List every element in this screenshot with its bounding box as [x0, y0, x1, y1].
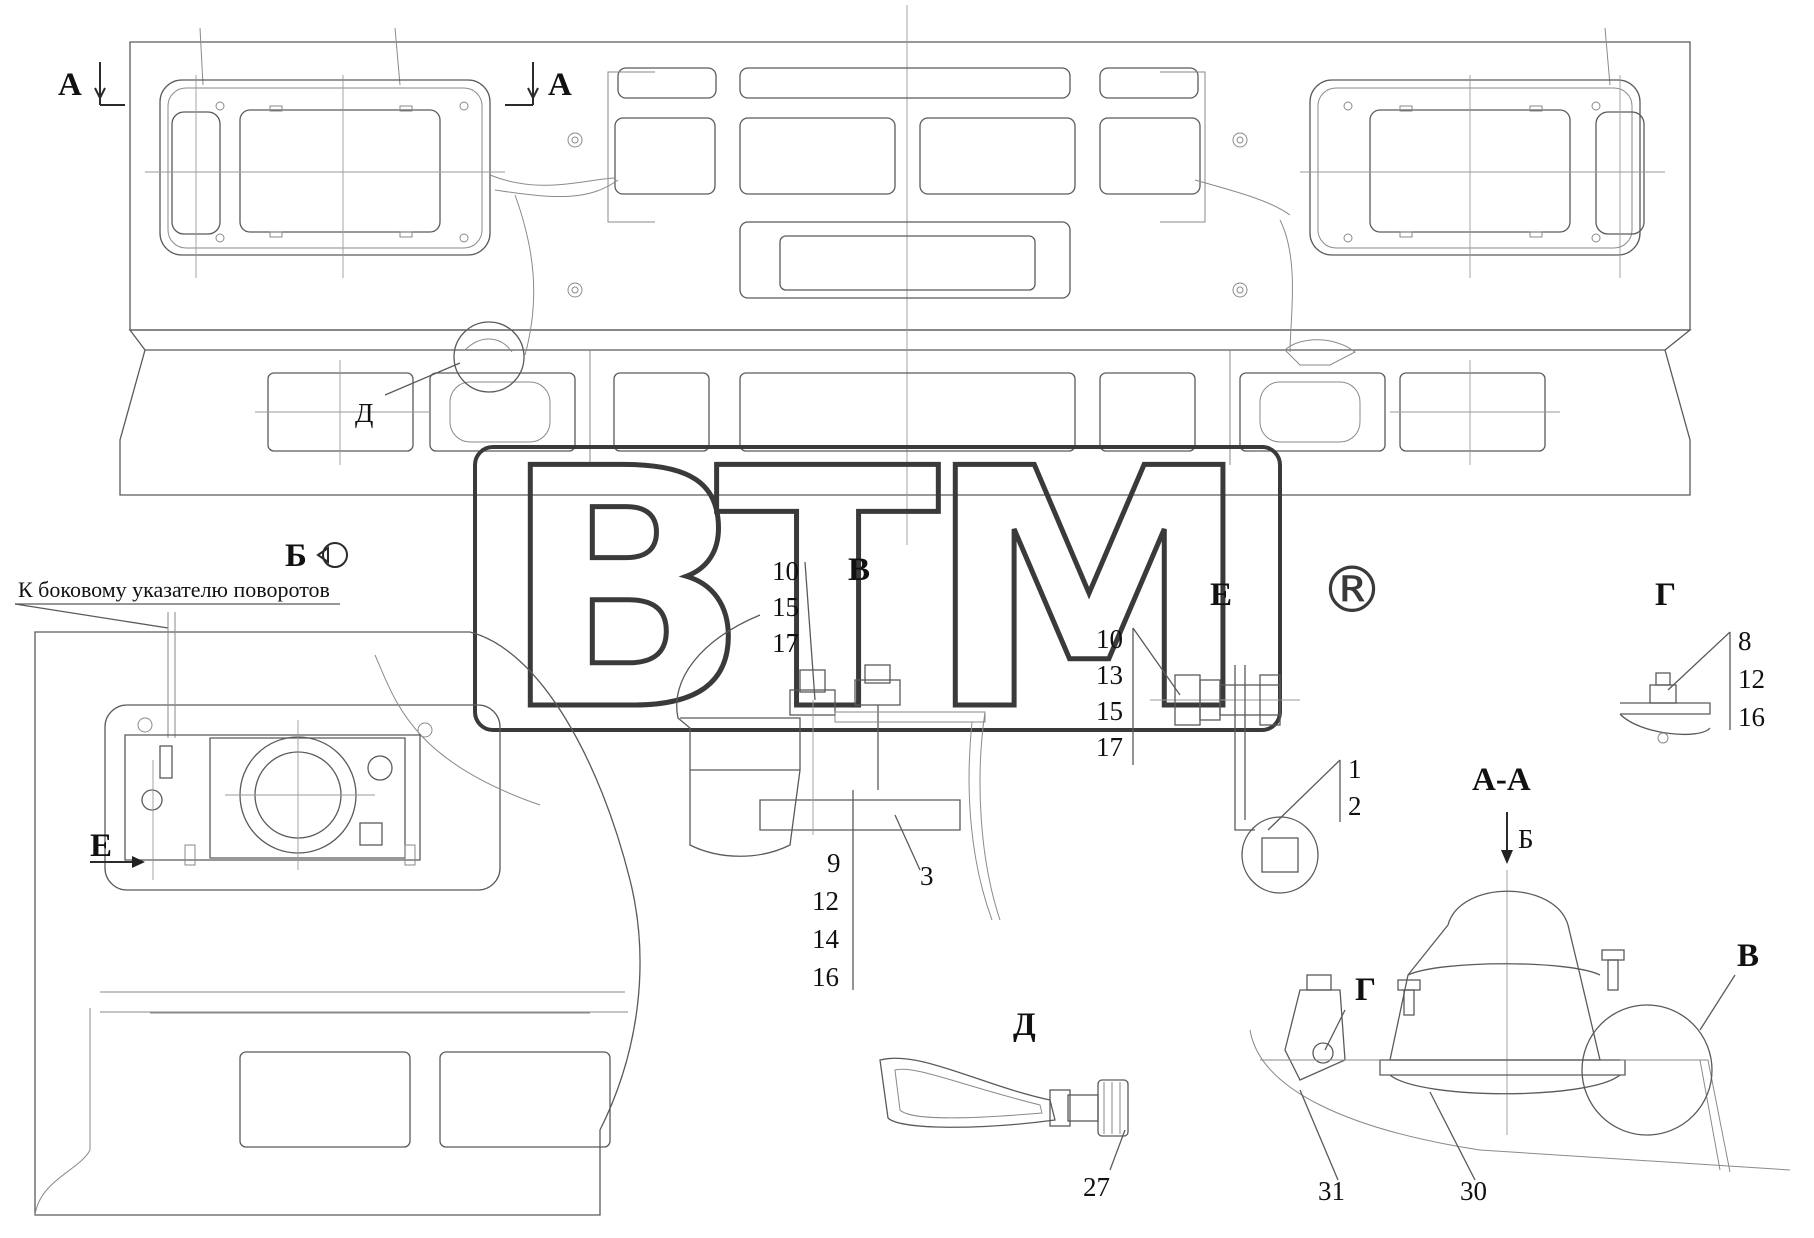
- detail-e-label: Е: [1210, 577, 1232, 613]
- callout-e-17: 17: [1096, 732, 1123, 762]
- detail-g: Г 8 12 16: [1619, 577, 1765, 744]
- callout-g-8: 8: [1738, 626, 1752, 656]
- callout-e-1: 1: [1348, 754, 1362, 784]
- callout-v-14: 14: [812, 924, 840, 954]
- callout-e-15: 15: [1096, 696, 1123, 726]
- callout-e-13: 13: [1096, 660, 1123, 690]
- callout-v-17: 17: [772, 628, 799, 658]
- callout-v-3: 3: [920, 861, 934, 891]
- detail-d-label: Д: [1013, 1007, 1036, 1043]
- view-b-label: Б: [285, 538, 307, 574]
- front-panel-view: Д А А: [58, 5, 1692, 545]
- callout-v-12: 12: [812, 886, 839, 916]
- detail-g-label: Г: [1655, 577, 1676, 613]
- callout-e-2: 2: [1348, 791, 1362, 821]
- callout-aa-31: 31: [1318, 1176, 1345, 1206]
- registered-mark: ®: [1320, 554, 1384, 628]
- section-arrow-right: А: [505, 62, 572, 106]
- callout-v-16: 16: [812, 962, 839, 992]
- callout-e-10: 10: [1096, 624, 1123, 654]
- callout-g-12: 12: [1738, 664, 1765, 694]
- detail-e-callouts: 10 13 15 17: [1096, 624, 1181, 765]
- watermark-letter-t: T: [715, 399, 942, 783]
- callout-d-label: Д: [355, 398, 373, 428]
- section-aa: А-А Б Г В 31 30: [1249, 762, 1791, 1206]
- section-arrow-left: А: [58, 62, 125, 106]
- callout-d-27: 27: [1083, 1172, 1110, 1202]
- watermark-letter-b: B: [500, 399, 752, 783]
- detail-v: В 10 15 17 9 12 14 16 3: [676, 552, 1001, 992]
- section-aa-arrow-b: Б: [1518, 824, 1534, 854]
- detail-e: Е 10 13 15 17 1 2: [1096, 577, 1362, 894]
- section-aa-title: А-А: [1472, 762, 1531, 798]
- grille: [567, 67, 1248, 299]
- lower-lamps: [255, 360, 1560, 465]
- detail-v-bottom-callouts: 9 12 14 16 3: [812, 790, 934, 992]
- view-b: Б К боковому указателю поворотов: [14, 538, 641, 1216]
- detail-v-label: В: [848, 552, 870, 588]
- callout-v-15: 15: [772, 592, 799, 622]
- right-headlamp-front: [1300, 75, 1665, 278]
- side-turn-note: К боковому указателю поворотов: [18, 577, 330, 602]
- detail-d: Д 27: [879, 1007, 1129, 1202]
- section-aa-g-label: Г: [1355, 972, 1376, 1008]
- section-a-left-label: А: [58, 67, 82, 103]
- section-a-right-label: А: [548, 67, 572, 103]
- watermark-letter-m: M: [925, 399, 1253, 783]
- section-aa-v-label: В: [1737, 938, 1759, 974]
- btm-watermark: B T M ®: [473, 397, 1384, 786]
- callout-g-16: 16: [1738, 702, 1765, 732]
- callout-v-10: 10: [772, 556, 799, 586]
- callout-aa-30: 30: [1460, 1176, 1487, 1206]
- left-headlamp-front: [145, 75, 505, 278]
- arrow-e-label: Е: [90, 828, 112, 864]
- callout-v-9: 9: [827, 848, 841, 878]
- detail-v-top-callouts: 10 15 17: [772, 556, 816, 701]
